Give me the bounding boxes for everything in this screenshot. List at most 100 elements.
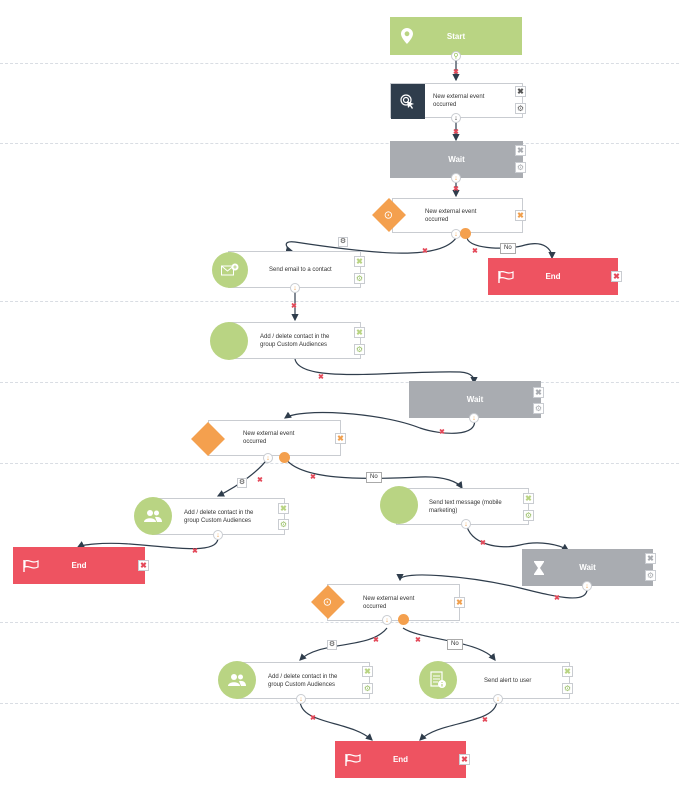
end-node[interactable]: End — [488, 258, 618, 295]
settings-icon[interactable]: ⚙ — [533, 403, 544, 414]
map-pin-icon — [390, 17, 424, 55]
flag-icon — [13, 547, 49, 584]
delete-link-icon[interactable]: ✖ — [453, 186, 459, 193]
no-port[interactable] — [398, 614, 409, 625]
delete-icon[interactable]: ✖ — [362, 666, 373, 677]
delete-link-icon[interactable]: ✖ — [310, 474, 316, 481]
condition-label: New external event occurred — [363, 595, 415, 610]
no-port[interactable] — [279, 452, 290, 463]
output-port[interactable]: ↓ — [493, 694, 503, 704]
alert-label: Send alert to user — [484, 677, 532, 684]
output-port[interactable]: ↓ — [461, 519, 471, 529]
delete-icon[interactable]: ✖ — [354, 256, 365, 267]
sms-action-node[interactable]: Send text message (mobile marketing) — [396, 488, 529, 525]
delete-icon[interactable]: ✖ — [515, 210, 526, 221]
row-separator — [0, 143, 679, 144]
yes-port[interactable]: ↓ — [263, 453, 273, 463]
email-action-node[interactable]: Send email to a contact — [228, 251, 361, 288]
delete-icon[interactable]: ✖ — [454, 597, 465, 608]
sms-label: Send text message (mobile marketing) — [429, 499, 502, 514]
row-separator — [0, 301, 679, 302]
sms-icon — [380, 486, 418, 524]
delete-link-icon[interactable]: ✖ — [192, 548, 198, 555]
delete-icon[interactable]: ✖ — [645, 553, 656, 564]
delete-link-icon[interactable]: ✖ — [291, 303, 297, 310]
delete-link-icon[interactable]: ✖ — [318, 374, 324, 381]
wait-node[interactable]: Wait — [409, 381, 541, 418]
end-node[interactable]: End — [13, 547, 145, 584]
wait-label: Wait — [466, 395, 484, 404]
output-port[interactable]: ↓ — [451, 113, 461, 123]
audience-label: Add / delete contact in the group Custom… — [184, 509, 254, 524]
delete-icon[interactable]: ✖ — [354, 327, 365, 338]
delete-icon[interactable]: ✖ — [459, 754, 470, 765]
settings-icon[interactable]: ⚙ — [515, 103, 526, 114]
delete-icon[interactable]: ✖ — [523, 493, 534, 504]
no-port[interactable] — [460, 228, 471, 239]
output-port[interactable]: ↓ — [469, 413, 479, 423]
settings-icon[interactable]: ⚙ — [562, 683, 573, 694]
delete-link-icon[interactable]: ✖ — [310, 715, 316, 722]
output-port[interactable]: ↓ — [213, 530, 223, 540]
alert-icon — [419, 661, 457, 699]
mail-icon — [212, 252, 248, 288]
settings-icon[interactable]: ⚙ — [327, 640, 337, 650]
audience-label: Add / delete contact in the group Custom… — [268, 673, 338, 688]
output-port[interactable]: ⚲ — [451, 51, 461, 61]
email-label: Send email to a contact — [269, 266, 332, 273]
delete-link-icon[interactable]: ✖ — [480, 540, 486, 547]
condition-node[interactable]: New external event occurred — [208, 420, 341, 456]
cursor-click-icon — [391, 84, 425, 119]
delete-link-icon[interactable]: ✖ — [257, 477, 263, 484]
row-separator — [0, 703, 679, 704]
delete-icon[interactable]: ✖ — [335, 433, 346, 444]
delete-link-icon[interactable]: ✖ — [453, 129, 459, 136]
delete-icon[interactable]: ✖ — [515, 145, 526, 156]
delete-icon[interactable]: ✖ — [562, 666, 573, 677]
delete-icon[interactable]: ✖ — [278, 503, 289, 514]
no-branch-label: No — [366, 472, 382, 483]
settings-icon[interactable]: ⚙ — [362, 683, 373, 694]
wait-node[interactable]: Wait — [522, 549, 653, 586]
audience-action-node[interactable]: Add / delete contact in the group Custom… — [237, 662, 370, 699]
delete-link-icon[interactable]: ✖ — [453, 69, 459, 76]
delete-icon[interactable]: ✖ — [138, 560, 149, 571]
settings-icon[interactable]: ⚙ — [645, 570, 656, 581]
start-node[interactable]: Start — [390, 17, 522, 55]
delete-link-icon[interactable]: ✖ — [482, 717, 488, 724]
settings-icon[interactable]: ⚙ — [278, 519, 289, 530]
audience-action-node[interactable]: Add / delete contact in the group Custom… — [228, 322, 361, 359]
output-port[interactable]: ↓ — [582, 581, 592, 591]
delete-link-icon[interactable]: ✖ — [472, 248, 478, 255]
settings-icon[interactable]: ⚙ — [338, 237, 348, 247]
start-label: Start — [446, 31, 466, 41]
output-port[interactable]: ↓ — [290, 283, 300, 293]
delete-link-icon[interactable]: ✖ — [415, 637, 421, 644]
delete-link-icon[interactable]: ✖ — [554, 595, 560, 602]
yes-port[interactable]: ↓ — [382, 615, 392, 625]
alert-action-node[interactable]: Send alert to user — [437, 662, 570, 699]
settings-icon[interactable]: ⚙ — [515, 162, 526, 173]
end-label: End — [392, 755, 409, 764]
settings-icon[interactable]: ⚙ — [523, 510, 534, 521]
delete-icon[interactable]: ✖ — [533, 387, 544, 398]
condition-label: New external event occurred — [425, 208, 477, 223]
audience-icon — [210, 322, 248, 360]
settings-icon[interactable]: ⚙ — [237, 478, 247, 488]
delete-icon[interactable]: ✖ — [611, 271, 622, 282]
output-port[interactable]: ↓ — [451, 173, 461, 183]
settings-icon[interactable]: ⚙ — [354, 273, 365, 284]
end-node[interactable]: End — [335, 741, 466, 778]
delete-icon[interactable]: ✖ — [515, 86, 526, 97]
audience-action-node[interactable]: Add / delete contact in the group Custom… — [152, 498, 285, 535]
delete-link-icon[interactable]: ✖ — [439, 429, 445, 436]
condition-node[interactable]: New external event occurred — [327, 584, 460, 621]
delete-link-icon[interactable]: ✖ — [373, 637, 379, 644]
delete-link-icon[interactable]: ✖ — [422, 248, 428, 255]
audience-label: Add / delete contact in the group Custom… — [260, 333, 330, 348]
output-port[interactable]: ↓ — [296, 694, 306, 704]
settings-icon[interactable]: ⚙ — [354, 344, 365, 355]
wait-node[interactable]: Wait — [390, 141, 523, 178]
condition-node[interactable]: New external event occurred — [392, 198, 523, 233]
end-label: End — [71, 561, 87, 570]
